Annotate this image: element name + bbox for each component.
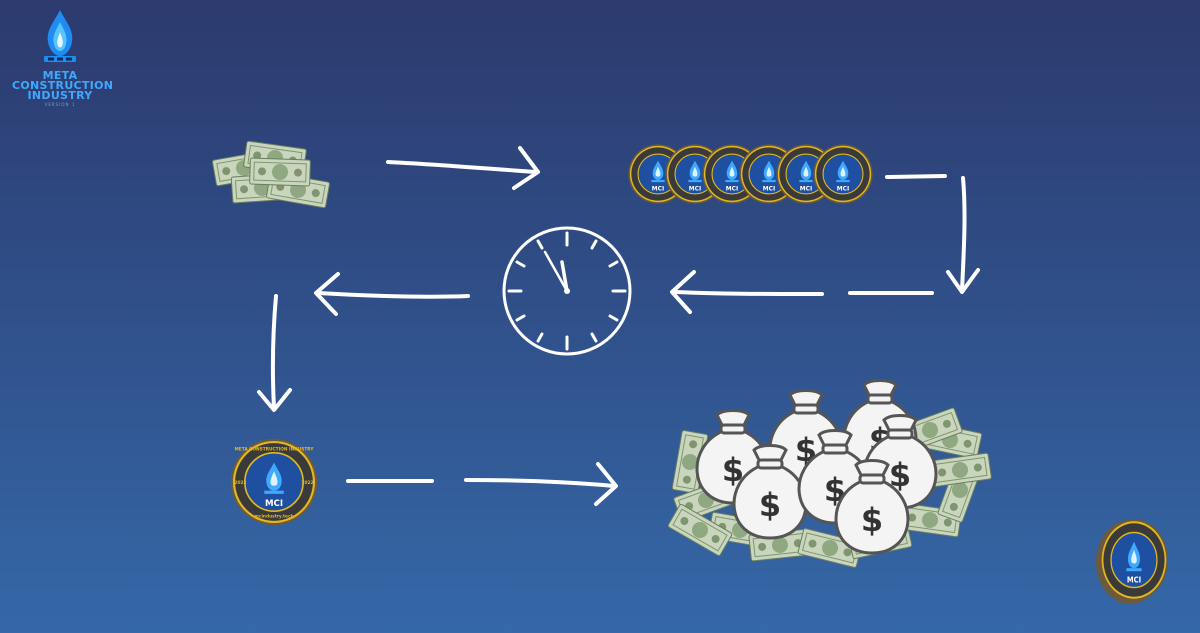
logo-line-2: CONSTRUCTION [12,79,114,92]
svg-text:$: $ [889,456,911,494]
arrow-to-clock [670,270,934,314]
brand-logo: META CONSTRUCTION INDUSTRY VERSION 1 [12,8,114,107]
clock-icon [502,226,632,356]
arrow-cash-to-coins [386,146,540,190]
svg-text:MCI: MCI [1127,575,1141,585]
money-bag-icon: $ [732,444,808,540]
money-bag-icon: $ [834,459,910,555]
logo-line-1: META [42,69,78,82]
svg-text:$: $ [759,486,781,524]
svg-text:MCI: MCI [265,499,283,509]
svg-text:mcindustry.tech: mcindustry.tech [254,514,293,520]
svg-text:MCI: MCI [800,186,812,192]
money-bag-icon: $ [862,414,938,510]
money-bag-icon: $ [695,409,771,505]
arrow-coin-to-money [346,462,618,506]
svg-text:MCI: MCI [837,186,849,192]
money-bag-group: $ $ $ $ $ $ $ [695,379,938,555]
arrow-clock-to-left [314,272,470,316]
flame-logo-icon [44,10,76,62]
arrow-left-down [257,294,292,412]
svg-text:META CONSTRUCTION INDUSTRY: META CONSTRUCTION INDUSTRY [234,447,314,453]
arrow-coins-down [885,174,980,294]
mci-coin-icon: MCI META CONSTRUCTION INDUSTRY mcindustr… [229,437,319,527]
svg-text:$: $ [861,501,883,539]
svg-text:MCI: MCI [652,186,664,192]
cash-stack-icon [211,140,331,209]
svg-text:MCI: MCI [763,186,775,192]
svg-text:MCI: MCI [726,186,738,192]
svg-text:$: $ [722,451,744,489]
svg-text:MCI: MCI [689,186,701,192]
coin-row-icon: MCI MCI MCI MCI MCI MCI [627,143,874,205]
logo-line-3: INDUSTRY [27,89,93,102]
svg-text:2022: 2022 [301,480,313,486]
logo-version: VERSION 1 [44,102,76,107]
svg-text:2022: 2022 [235,480,247,486]
mci-coin-corner-icon: MCI [1096,518,1169,604]
